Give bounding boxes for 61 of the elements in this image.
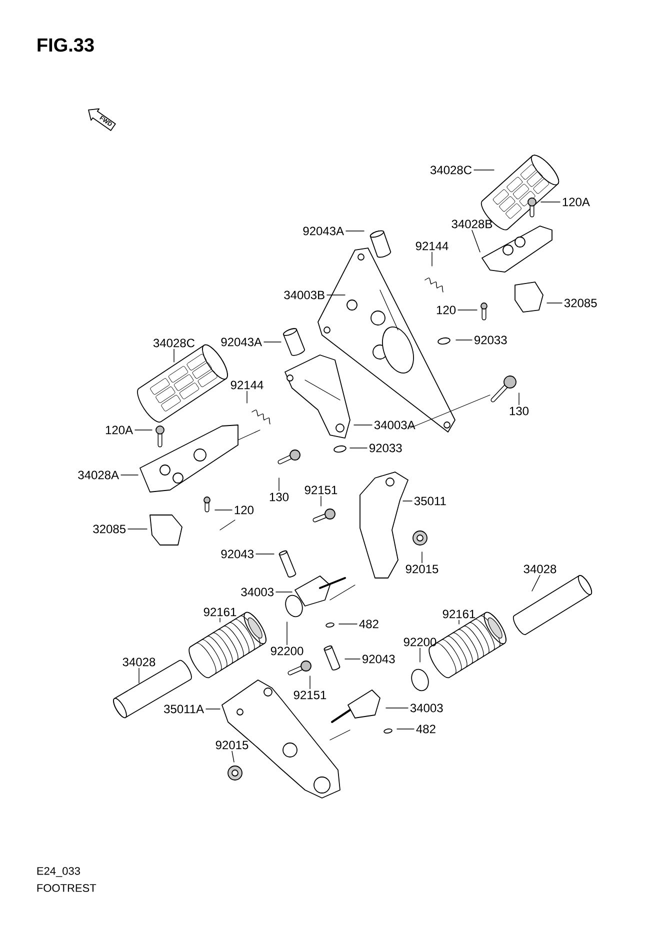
drawing-code: E24_033	[37, 867, 80, 877]
leader-line	[532, 574, 540, 592]
part-number: 120	[234, 506, 254, 514]
caption: FOOTREST	[37, 884, 96, 892]
leader-line	[396, 728, 414, 730]
part-number: 92161	[204, 608, 236, 616]
part-number: 34028	[524, 564, 556, 574]
part-number: 34003	[410, 704, 443, 712]
leader-line	[546, 302, 562, 304]
part-number: 34028B	[452, 220, 492, 228]
part-number: 35011	[414, 496, 446, 506]
leader-line	[278, 478, 280, 492]
leader-line	[138, 668, 140, 684]
part-number: 34028C	[430, 166, 472, 174]
leader-line	[346, 230, 364, 232]
part-number: 482	[416, 724, 436, 734]
part-number: 32085	[93, 524, 126, 534]
part-number: 34003B	[284, 290, 324, 300]
part-number: 32085	[564, 298, 597, 308]
leader-line	[354, 424, 372, 426]
part-number: 92144	[230, 380, 264, 390]
part-number: 482	[359, 620, 378, 628]
part-number: 130	[510, 406, 529, 416]
part-number: 92144	[416, 242, 448, 250]
part-number: 92033	[370, 444, 402, 452]
part-number: 120	[436, 306, 456, 314]
part-number: 92043	[362, 654, 395, 664]
leader-line	[326, 294, 346, 296]
part-number: 35011A	[164, 704, 204, 714]
part-number: 34028C	[153, 338, 195, 348]
part-number: 92151	[294, 690, 326, 700]
leader-line	[128, 528, 148, 530]
part-number: 92043A	[303, 226, 344, 236]
part-number: 92200	[404, 638, 436, 646]
part-number: 92200	[270, 646, 304, 656]
leader-line	[120, 474, 138, 476]
part-number: 92015	[216, 740, 248, 750]
part-number: 92151	[304, 486, 338, 494]
part-number: 34028	[122, 658, 156, 666]
part-number: 92161	[442, 610, 476, 618]
leader-line	[344, 658, 360, 660]
leader-line	[286, 622, 288, 646]
part-number: 34003A	[374, 420, 416, 430]
part-number: 92033	[474, 336, 507, 344]
leader-line	[458, 620, 460, 624]
leader-line	[320, 496, 322, 506]
part-number: 34028A	[78, 470, 120, 480]
leader-line	[246, 390, 248, 404]
leader-line	[232, 750, 234, 762]
part-number: 130	[270, 492, 289, 502]
part-number: 120A	[106, 426, 134, 434]
part-number: 92015	[406, 564, 438, 574]
leader-line	[206, 708, 220, 710]
part-number: 92043	[221, 550, 254, 558]
leader-line	[402, 500, 412, 502]
part-number: 120A	[562, 198, 590, 206]
figure-title: FIG.33	[38, 38, 94, 52]
leader-line	[518, 392, 520, 406]
part-number: 92043A	[221, 338, 262, 346]
leader-line	[472, 230, 480, 252]
part-number: 34003	[241, 588, 274, 596]
